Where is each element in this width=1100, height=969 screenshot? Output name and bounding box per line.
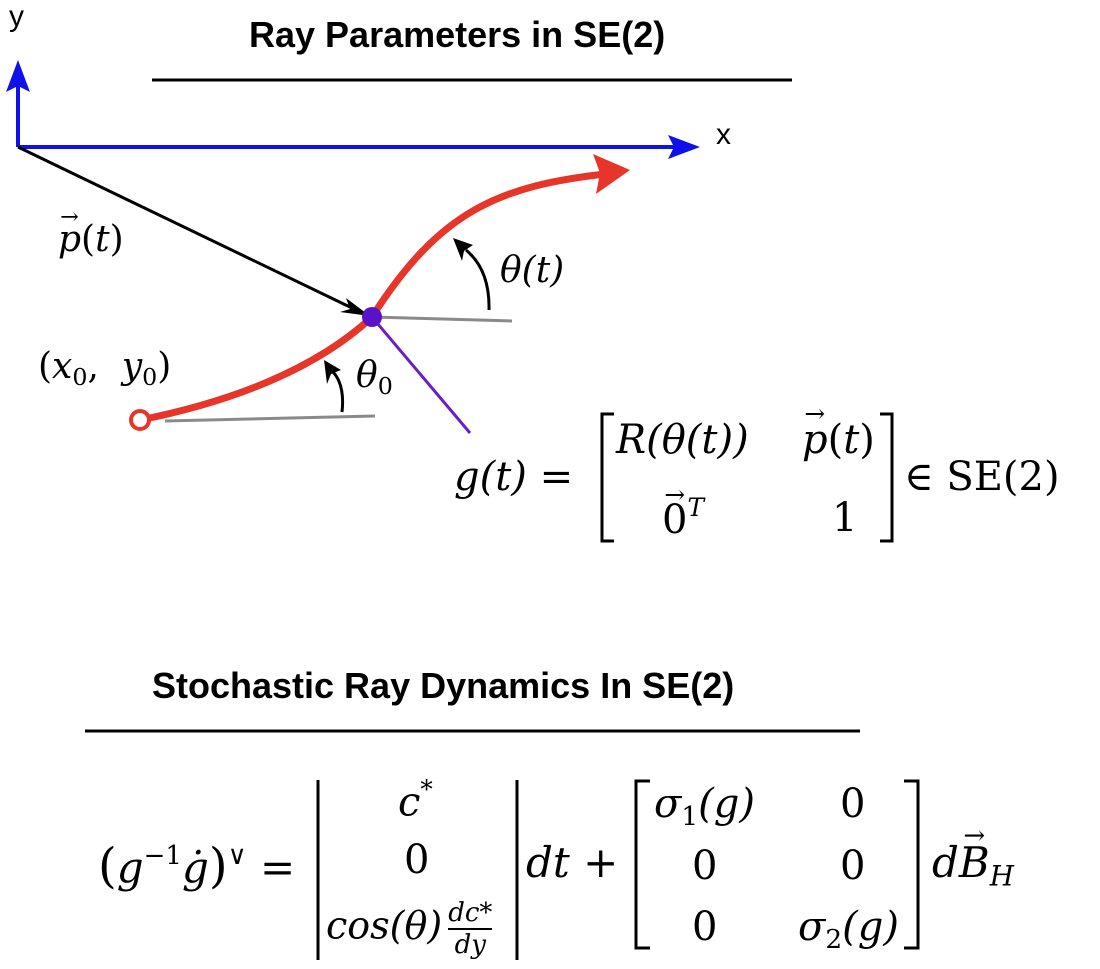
bottom-title: Stochastic Ray Dynamics In SE(2) (152, 665, 735, 706)
dc-dy-fraction: dc*dy (448, 898, 493, 960)
x-axis-arrowhead (668, 135, 700, 159)
theta0-label: θ0 (356, 358, 393, 399)
top-title: Ray Parameters in SE(2) (249, 14, 666, 55)
g-matrix-right-bracket (880, 412, 894, 543)
lhs-inverse-sup: −1 (143, 840, 182, 871)
drift-vector-entry-3: cos(θ)dc*dy (326, 898, 493, 960)
ray-start-point (129, 409, 151, 431)
diffusion-m22: 0 (840, 843, 866, 889)
dt-plus: dt + (526, 838, 619, 887)
x0-subscript: 0 (72, 363, 88, 392)
initial-position-label: (x0, y0) (38, 346, 172, 392)
diffusion-matrix-right-bracket (904, 779, 920, 950)
x-axis-label: x (716, 118, 731, 151)
sde-lhs: (g−1ġ)∨ = (98, 838, 296, 894)
lhs-equals: = (260, 843, 296, 892)
drift-vector-entry-2: 0 (404, 837, 430, 883)
zero-vector-transpose: T (687, 493, 704, 522)
x0-symbol: x (52, 346, 73, 387)
p-arg: ( (81, 219, 96, 260)
y0-subscript: 0 (142, 363, 158, 392)
theta0-angle-arc (331, 370, 345, 413)
p-vector-symbol: p (58, 222, 81, 258)
g-matrix-r21: 0T (662, 493, 704, 540)
position-vector-arrowhead (340, 298, 370, 316)
position-vector (17, 145, 353, 310)
g-matrix-r22: 1 (832, 495, 858, 541)
p-arg-t: t (95, 219, 110, 260)
lhs-gdot: ġ (182, 843, 209, 892)
diffusion-m11: σ1(g) (654, 781, 755, 832)
y-axis-arrowhead (6, 60, 30, 92)
theta0-subscript: 0 (377, 372, 393, 401)
theta-t-arrowhead (453, 238, 473, 261)
theta0-symbol: θ (356, 355, 378, 396)
position-vector-label: p(t) (58, 222, 124, 258)
y0-symbol: y (121, 346, 143, 387)
drift-vector-entry-1: c* (398, 775, 433, 826)
frame-indicator-line (370, 316, 472, 434)
p-arg-close: ) (109, 219, 124, 260)
zero-vector-symbol: 0 (662, 500, 687, 540)
tangent-line-current (371, 315, 513, 323)
diffusion-matrix-left-bracket (634, 779, 650, 950)
diffusion-m31: 0 (692, 904, 718, 950)
brownian-increment: dBH (932, 842, 1014, 890)
brownian-subscript: H (989, 859, 1014, 893)
g-matrix-p-symbol: p (802, 420, 828, 460)
g-matrix-r11: R(θ(t)) (616, 417, 749, 463)
brownian-B-symbol: B (959, 842, 990, 884)
y-axis-label: y (9, 0, 24, 33)
ray-curve-arrowhead (593, 154, 630, 194)
diffusion-m21: 0 (692, 843, 718, 889)
tangent-line-start (164, 414, 376, 423)
diffusion-m32: σ2(g) (798, 904, 899, 955)
g-matrix-r12: p(t) (802, 420, 875, 460)
g-rhs: ∈ SE(2) (904, 454, 1060, 500)
g-lhs: g(t) = (454, 454, 574, 500)
ray-current-point (362, 307, 382, 327)
theta-t-label: θ(t) (500, 250, 565, 291)
diffusion-m12: 0 (840, 781, 866, 827)
lhs-vee: ∨ (227, 840, 247, 871)
theta-t-angle-arc (465, 248, 491, 311)
lhs-g: g (116, 843, 144, 892)
theta0-arrowhead (324, 360, 341, 384)
g-matrix-left-bracket (600, 412, 614, 543)
